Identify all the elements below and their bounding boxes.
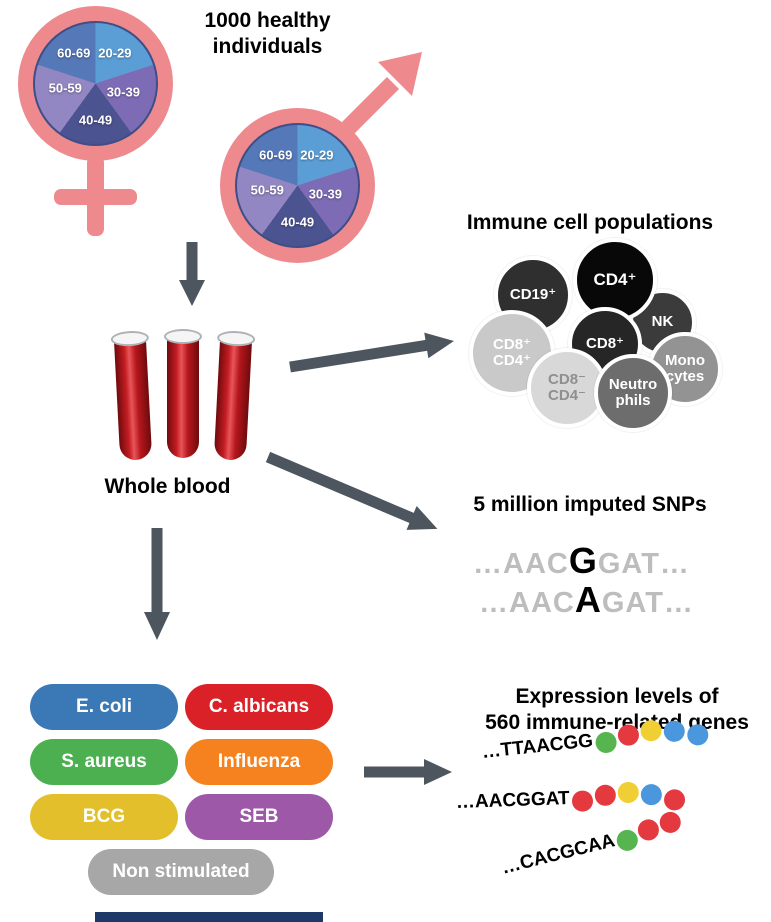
age-label-40-49: 40-49 [280,214,315,230]
blood-tube [210,330,257,466]
gene-bead [594,730,618,754]
female-symbol-crossbar [54,189,137,205]
cell-label: Mono cytes [665,351,705,385]
gene-bead [617,781,639,803]
arrow-stims-to-expression [364,759,452,785]
cell-neutrophils: Neutro phils [594,354,672,432]
gene-bead [657,809,683,835]
stim-label: Non stimulated [112,861,250,882]
gene-bead [594,783,616,806]
cell-label: CD4⁺ [593,269,637,289]
tube-blood [213,337,253,461]
gene-bead [685,722,709,746]
stim-label: SEB [239,806,279,827]
stim-s-aureus: S. aureus [30,739,178,785]
stim-label: C. albicans [208,696,310,717]
stim-label: E. coli [76,696,132,717]
snp-variant: A [574,579,602,620]
snps-title: 5 million imputed SNPs [473,493,707,516]
age-label-20-29: 20-29 [98,45,132,61]
cell-cd8neg-cd4neg: CD8⁻ CD4⁻ [527,348,607,428]
male-age-pie: 20-29 30-39 40-49 50-59 60-69 [235,123,360,248]
gene-bead [640,783,662,806]
age-label-40-49: 40-49 [78,112,113,128]
arrow-blood-to-stims [144,528,170,640]
snp-prefix: …AAC [473,548,569,580]
cohort-title: 1000 healthy individuals [204,9,331,58]
stim-seb: SEB [185,794,333,840]
cell-label: CD8⁺ [586,334,624,352]
age-label-30-39: 30-39 [106,84,140,100]
gene-bead [616,723,640,747]
age-label-30-39: 30-39 [308,186,342,202]
age-label-20-29: 20-29 [300,147,334,163]
snp-sequence-alt: …AACAGAT… [479,579,694,621]
gene-bead [635,816,662,843]
age-label-50-59: 50-59 [48,80,82,96]
gene-sequence-text: …CACGCAA [499,830,618,879]
snp-suffix: GAT… [597,548,690,580]
age-label-60-69: 60-69 [259,147,293,163]
immune-cells-title: Immune cell populations [466,211,714,234]
stim-c-albicans: C. albicans [185,684,333,730]
stim-e-coli: E. coli [30,684,178,730]
gene-bead [614,827,641,853]
gene-sequence-text: …TTAACGG [480,730,594,763]
blood-tube [110,330,157,466]
gene-bead [663,788,686,811]
stim-label: S. aureus [61,751,147,772]
female-ring: 20-29 30-39 40-49 50-59 60-69 [18,6,173,161]
gene-bead [571,789,593,812]
male-ring: 20-29 30-39 40-49 50-59 60-69 [220,108,375,263]
bottom-crop-bar [95,912,323,922]
cell-label: CD8⁻ CD4⁻ [548,370,586,404]
cell-label: CD19⁺ [509,285,557,303]
whole-blood-label: Whole blood [104,475,231,498]
cell-label: CD8⁺ CD4⁺ [493,335,531,369]
snp-suffix: GAT… [601,587,694,619]
gene-sequence-row: …CACGCAA [499,809,684,880]
female-age-pie: 20-29 30-39 40-49 50-59 60-69 [33,21,158,146]
gene-sequence-row: …AACGGAT [455,781,686,814]
tube-opening [164,329,202,344]
arrow-blood-to-cells [289,332,454,373]
male-symbol-arrow [341,52,422,135]
snp-variant: G [568,540,598,581]
stim-label: BCG [82,806,126,827]
snp-sequence-ref: …AACGGAT… [473,540,690,582]
stim-label: Influenza [217,751,301,772]
cell-cd8pos-cd4pos: CD8⁺ CD4⁺ [469,310,555,396]
tube-blood [113,337,153,461]
snp-prefix: …AAC [479,587,575,619]
age-label-60-69: 60-69 [57,45,91,61]
arrow-cohort-to-blood [179,242,205,306]
tube-blood [167,336,199,458]
cell-label: NK [651,313,674,331]
cell-label: Neutro phils [608,375,658,409]
stim-non-stimulated: Non stimulated [88,849,274,895]
blood-tube [163,329,203,463]
stim-influenza: Influenza [185,739,333,785]
age-label-50-59: 50-59 [250,182,284,198]
arrow-blood-to-snps [265,451,438,530]
stim-bcg: BCG [30,794,178,840]
gene-bead [662,719,686,743]
gene-sequence-text: …AACGGAT [455,788,570,813]
